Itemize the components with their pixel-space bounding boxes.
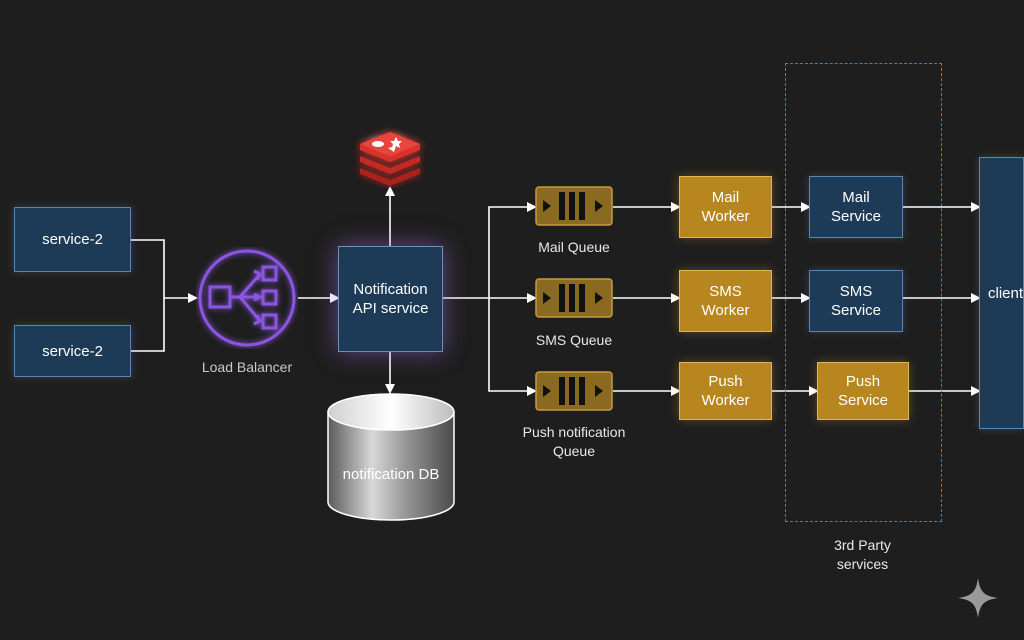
client-box[interactable]: client xyxy=(979,157,1024,429)
wire-to-mail-queue xyxy=(488,202,537,298)
sms-worker-box[interactable]: SMS Worker xyxy=(679,270,772,332)
sparkle-icon xyxy=(958,578,998,618)
service-b-box[interactable]: service-2 xyxy=(14,325,131,377)
mail-service-box[interactable]: Mail Service xyxy=(809,176,903,238)
third-party-group xyxy=(785,63,942,522)
database-icon[interactable] xyxy=(325,392,457,524)
push-queue-icon[interactable] xyxy=(535,371,613,411)
load-balancer-label: Load Balancer xyxy=(201,359,293,375)
wire-to-push-queue xyxy=(488,298,537,396)
wire-service-a-to-lb xyxy=(131,239,198,303)
mail-queue-icon[interactable] xyxy=(535,186,613,226)
redis-cache-icon[interactable] xyxy=(352,124,428,188)
wire-service-b-to-lb xyxy=(131,298,165,352)
sms-service-box[interactable]: SMS Service xyxy=(809,270,903,332)
push-queue-label: Push notification Queue xyxy=(522,424,626,459)
service-a-box[interactable]: service-2 xyxy=(14,207,131,272)
push-worker-box[interactable]: Push Worker xyxy=(679,362,772,420)
sms-queue-label: SMS Queue xyxy=(535,332,613,348)
mail-queue-label: Mail Queue xyxy=(538,239,610,255)
mail-worker-box[interactable]: Mail Worker xyxy=(679,176,772,238)
notification-api-box[interactable]: Notification API service xyxy=(338,246,443,352)
third-party-label: 3rd Party services xyxy=(834,537,891,572)
load-balancer-icon[interactable] xyxy=(196,247,298,349)
sms-queue-icon[interactable] xyxy=(535,278,613,318)
notification-db-label: notification DB xyxy=(342,466,440,483)
push-service-box[interactable]: Push Service xyxy=(817,362,909,420)
